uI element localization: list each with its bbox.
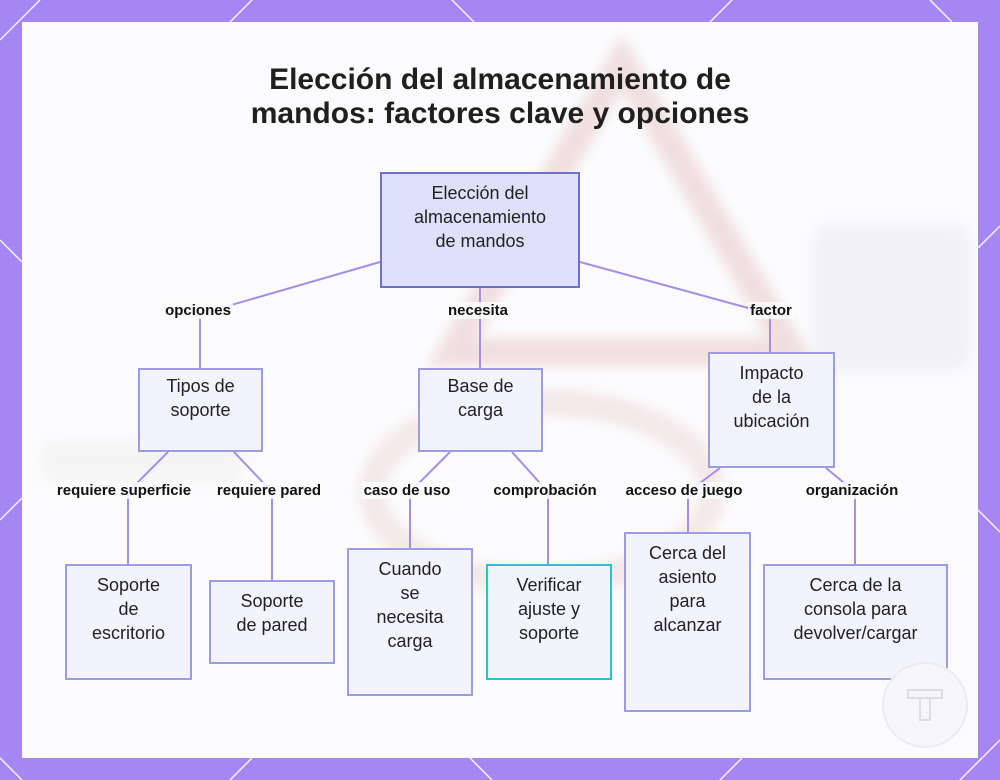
- edge-label-organizacion: organización: [803, 482, 901, 499]
- diagram-title: Elección del almacenamiento de mandos: f…: [250, 63, 750, 130]
- edge-label-necesita: necesita: [445, 302, 511, 319]
- edge-label-comprobacion: comprobación: [491, 482, 599, 499]
- watermark-logo-icon: [882, 662, 968, 748]
- node-soporte-pared: Soporte de pared: [209, 580, 335, 664]
- edge-label-requiere-superficie: requiere superficie: [54, 482, 194, 499]
- edge-label-acceso-de-juego: acceso de juego: [623, 482, 745, 499]
- node-cerca-consola: Cerca de la consola para devolver/cargar: [763, 564, 948, 680]
- edge-label-requiere-pared: requiere pared: [214, 482, 324, 499]
- node-base-de-carga: Base de carga: [418, 368, 543, 452]
- edge-label-factor: factor: [748, 302, 794, 319]
- node-tipos-de-soporte: Tipos de soporte: [138, 368, 263, 452]
- node-impacto-ubicacion: Impacto de la ubicación: [708, 352, 835, 468]
- edge-label-caso-de-uso: caso de uso: [361, 482, 453, 499]
- edge-label-opciones: opciones: [163, 302, 233, 319]
- node-verificar-ajuste: Verificar ajuste y soporte: [486, 564, 612, 680]
- node-root: Elección del almacenamiento de mandos: [380, 172, 580, 288]
- node-cuando-necesita-carga: Cuando se necesita carga: [347, 548, 473, 696]
- node-soporte-escritorio: Soporte de escritorio: [65, 564, 192, 680]
- node-cerca-asiento: Cerca del asiento para alcanzar: [624, 532, 751, 712]
